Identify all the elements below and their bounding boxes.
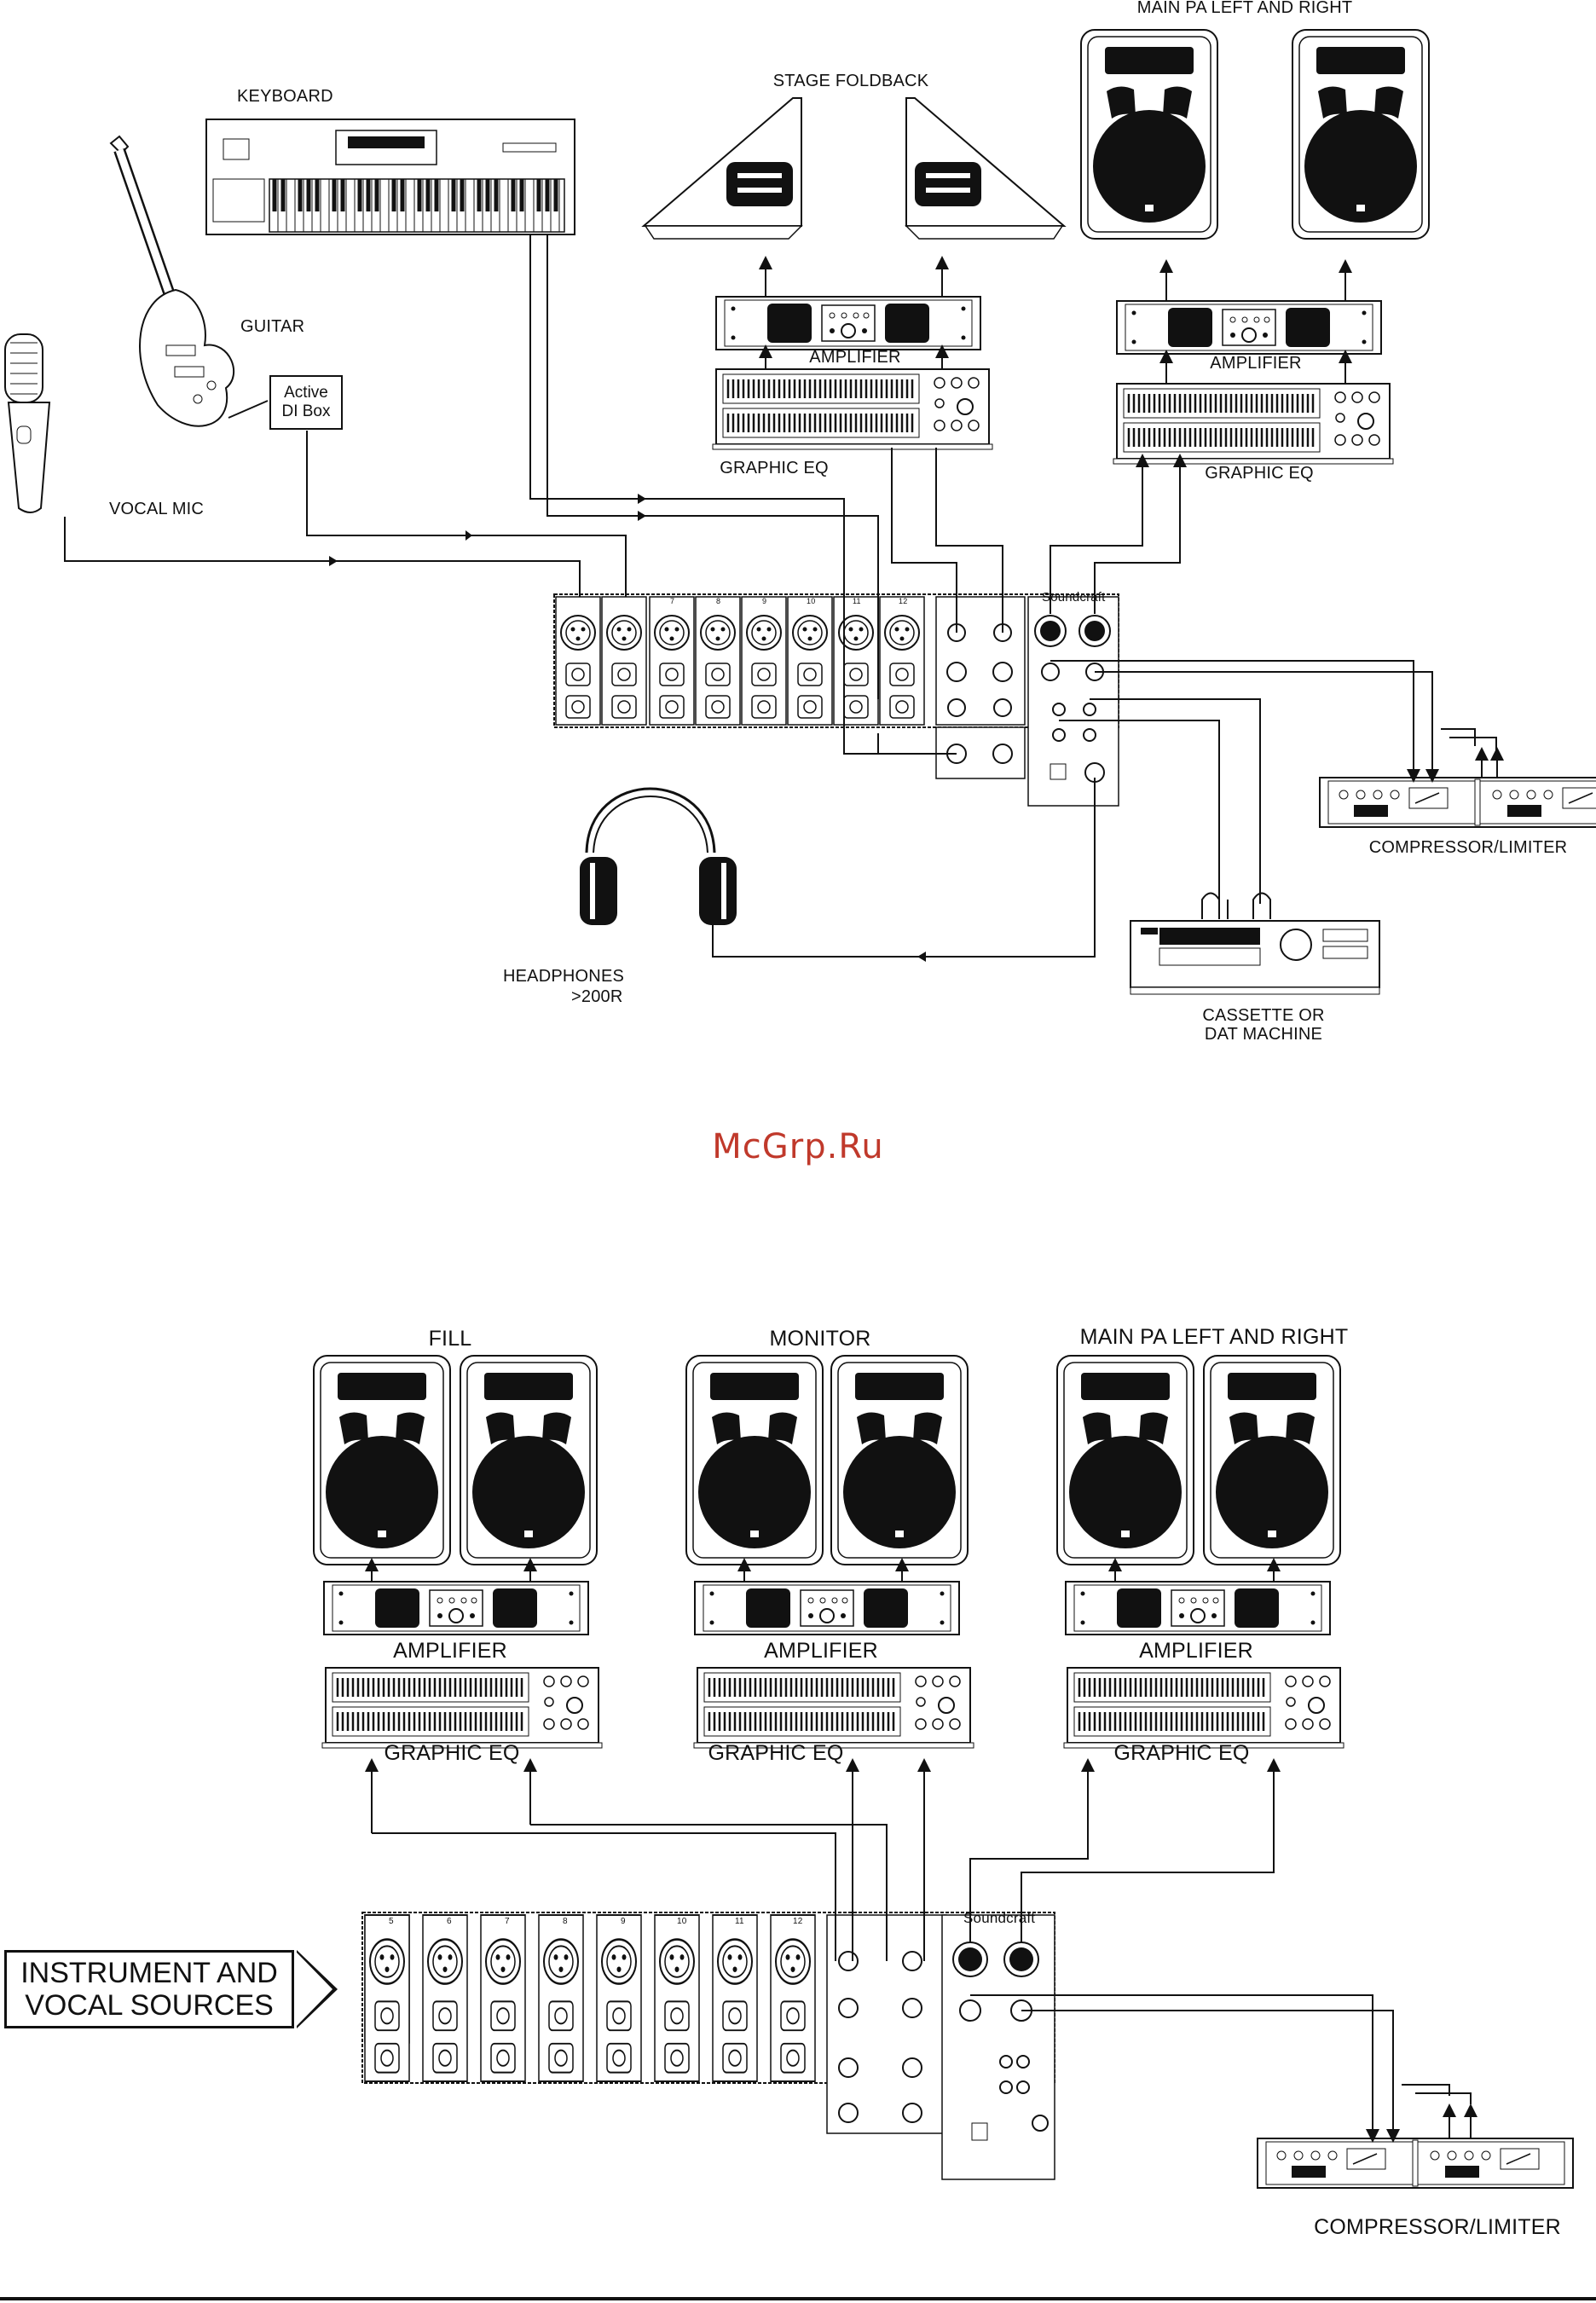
mixer-bottom	[361, 1912, 1055, 2180]
mixer-top	[553, 593, 1119, 807]
watermark: McGrp.Ru	[712, 1127, 884, 1166]
channel-number: 10	[807, 597, 816, 605]
graphic-eq-main-label: GRAPHIC EQ	[1205, 464, 1314, 483]
instrument-vocal-sources-box: INSTRUMENT AND VOCAL SOURCES	[4, 1950, 338, 2028]
channel-number: 12	[899, 597, 908, 605]
amplifier-main	[1116, 300, 1382, 355]
channel-number: 7	[670, 597, 675, 605]
amplifier-monitor-label: AMPLIFIER	[764, 1639, 878, 1663]
graphic-eq-foldback	[711, 367, 994, 451]
channel-number: 6	[447, 1917, 452, 1926]
graphic-eq-main	[1112, 382, 1395, 466]
channel-number: 5	[389, 1917, 394, 1926]
channel-number: 8	[716, 597, 721, 605]
amplifier-fill-label: AMPLIFIER	[393, 1639, 507, 1663]
keyboard-label: KEYBOARD	[237, 87, 333, 106]
channel-number: 12	[793, 1917, 803, 1926]
channel-number: 9	[762, 597, 767, 605]
di-box-line1: Active	[284, 384, 328, 402]
bottom-rule	[0, 2297, 1596, 2300]
graphic-eq-foldback-label: GRAPHIC EQ	[720, 459, 829, 477]
mixer-brand-top: Soundcraft	[1042, 590, 1106, 605]
headphones-icon	[580, 787, 737, 925]
headphones-label: HEADPHONES	[503, 967, 625, 986]
graphic-eq-monitor-label: GRAPHIC EQ	[708, 1741, 844, 1765]
sources-line2: VOCAL SOURCES	[25, 1989, 274, 2022]
graphic-eq-main-label-bottom: GRAPHIC EQ	[1113, 1741, 1250, 1765]
cassette-dat-icon	[1130, 920, 1380, 995]
fill-speaker-right	[460, 1355, 598, 1565]
dat-label: DAT MACHINE	[1204, 1025, 1323, 1044]
foldback-wedge-left	[643, 97, 802, 240]
di-box-line2: DI Box	[281, 402, 331, 420]
graphic-eq-fill	[321, 1666, 604, 1750]
channel-number: 11	[735, 1917, 744, 1926]
foldback-wedge-right	[905, 97, 1065, 240]
channel-number: 11	[853, 597, 861, 605]
guitar-label: GUITAR	[240, 317, 305, 336]
main-pa-label-bottom: MAIN PA LEFT AND RIGHT	[1079, 1325, 1349, 1349]
amplifier-foldback	[715, 296, 981, 350]
compressor-label-bottom: COMPRESSOR/LIMITER	[1314, 2215, 1561, 2239]
compressor-limiter-top	[1319, 777, 1596, 828]
headphones-impedance-label: >200R	[571, 987, 623, 1006]
amplifier-main-label: AMPLIFIER	[1210, 354, 1302, 373]
main-pa-speaker-right-2	[1203, 1355, 1341, 1565]
graphic-eq-monitor	[692, 1666, 975, 1750]
channel-number: 10	[677, 1917, 687, 1926]
stage-foldback-label: STAGE FOLDBACK	[772, 72, 929, 90]
channel-number: 7	[505, 1917, 510, 1926]
channel-number: 8	[563, 1917, 568, 1926]
sources-line1: INSTRUMENT AND	[20, 1957, 278, 1989]
graphic-eq-fill-label: GRAPHIC EQ	[384, 1741, 520, 1765]
guitar-icon	[109, 135, 235, 427]
main-pa-label: MAIN PA LEFT AND RIGHT	[1136, 0, 1353, 17]
amplifier-monitor	[694, 1581, 960, 1635]
fill-label: FILL	[428, 1327, 472, 1351]
cassette-label: CASSETTE OR	[1202, 1006, 1325, 1025]
main-pa-speaker-right	[1292, 29, 1430, 240]
amplifier-main-2	[1065, 1581, 1331, 1635]
keyboard-icon	[205, 119, 575, 235]
vocal-mic-label: VOCAL MIC	[109, 500, 205, 518]
main-pa-speaker-left	[1080, 29, 1218, 240]
monitor-speaker-left	[685, 1355, 824, 1565]
fill-speaker-left	[313, 1355, 451, 1565]
main-pa-speaker-left-2	[1056, 1355, 1194, 1565]
channel-number: 9	[621, 1917, 626, 1926]
amplifier-fill	[323, 1581, 589, 1635]
monitor-label: MONITOR	[769, 1327, 871, 1351]
compressor-limiter-bottom	[1257, 2138, 1574, 2189]
graphic-eq-main-2	[1062, 1666, 1345, 1750]
di-box: Active DI Box	[269, 375, 343, 430]
amplifier-main-label-bottom: AMPLIFIER	[1139, 1639, 1253, 1663]
monitor-speaker-right	[830, 1355, 969, 1565]
mixer-brand-bottom: Soundcraft	[963, 1910, 1036, 1926]
compressor-label: COMPRESSOR/LIMITER	[1368, 838, 1568, 857]
amplifier-foldback-label: AMPLIFIER	[809, 348, 901, 367]
vocal-mic-icon	[4, 333, 51, 513]
